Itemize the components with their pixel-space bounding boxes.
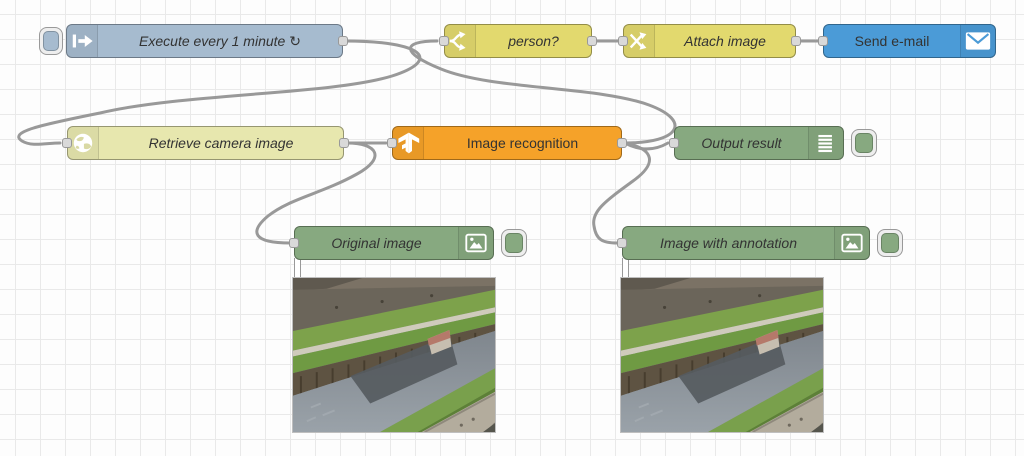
node-image-original[interactable]: Original image xyxy=(289,226,527,260)
annotated-image-preview xyxy=(620,277,824,433)
tensorflow-icon xyxy=(398,132,420,154)
river-camera-photo xyxy=(293,278,495,432)
node-inject-execute[interactable]: Execute every 1 minute ↻ xyxy=(39,24,348,58)
node-debug-output-result[interactable]: Output result xyxy=(669,126,877,160)
image-annotated-input-port[interactable] xyxy=(617,238,627,248)
inject-trigger-button[interactable] xyxy=(39,27,63,55)
node-label: person? xyxy=(508,33,559,49)
switch-output-port[interactable] xyxy=(587,36,597,46)
wire-tensorflow-to-annotated-image[interactable] xyxy=(592,141,651,245)
debug-toggle-button[interactable] xyxy=(851,129,877,157)
photo-icon xyxy=(465,233,487,253)
http-output-port[interactable] xyxy=(339,138,349,148)
node-switch-person[interactable]: person? xyxy=(439,24,597,58)
node-label: Send e-mail xyxy=(854,33,930,49)
original-image-preview xyxy=(292,277,496,433)
envelope-icon xyxy=(965,32,991,50)
image-toggle-button[interactable] xyxy=(877,229,903,257)
node-image-annotated[interactable]: Image with annotation xyxy=(617,226,903,260)
wire-http-to-original-image[interactable] xyxy=(255,141,377,245)
tensorflow-input-port[interactable] xyxy=(387,138,397,148)
image-toggle-button[interactable] xyxy=(501,229,527,257)
river-camera-photo xyxy=(621,278,823,432)
node-http-retrieve-camera[interactable]: Retrieve camera image xyxy=(62,126,349,160)
node-tensorflow-image-recognition[interactable]: Image recognition xyxy=(387,126,627,160)
preview-stem xyxy=(294,258,301,278)
node-label: Image with annotation xyxy=(660,235,797,251)
node-label: Retrieve camera image xyxy=(148,135,294,151)
node-change-attach-image[interactable]: Attach image xyxy=(618,24,801,58)
arrow-in-icon xyxy=(72,34,93,48)
tensorflow-output-port[interactable] xyxy=(617,138,627,148)
change-input-port[interactable] xyxy=(618,36,628,46)
email-input-port[interactable] xyxy=(818,36,828,46)
node-label: Output result xyxy=(701,135,782,151)
http-input-port[interactable] xyxy=(62,138,72,148)
debug-input-port[interactable] xyxy=(669,138,679,148)
preview-stem xyxy=(622,258,629,278)
node-label: Execute every 1 minute ↻ xyxy=(139,32,301,49)
node-label: Attach image xyxy=(684,33,766,49)
change-output-port[interactable] xyxy=(791,36,801,46)
list-lines-icon xyxy=(818,134,832,153)
fork-icon xyxy=(449,31,466,51)
photo-icon xyxy=(841,233,863,253)
node-email-send[interactable]: Send e-mail xyxy=(818,24,996,58)
globe-icon xyxy=(73,133,93,153)
node-label: Original image xyxy=(331,235,422,251)
node-label: Image recognition xyxy=(466,135,579,151)
image-original-input-port[interactable] xyxy=(289,238,299,248)
wire-tensorflow-to-switch[interactable] xyxy=(409,39,677,145)
inject-output-port[interactable] xyxy=(338,36,348,46)
switch-input-port[interactable] xyxy=(439,36,449,46)
shuffle-icon xyxy=(629,32,647,50)
